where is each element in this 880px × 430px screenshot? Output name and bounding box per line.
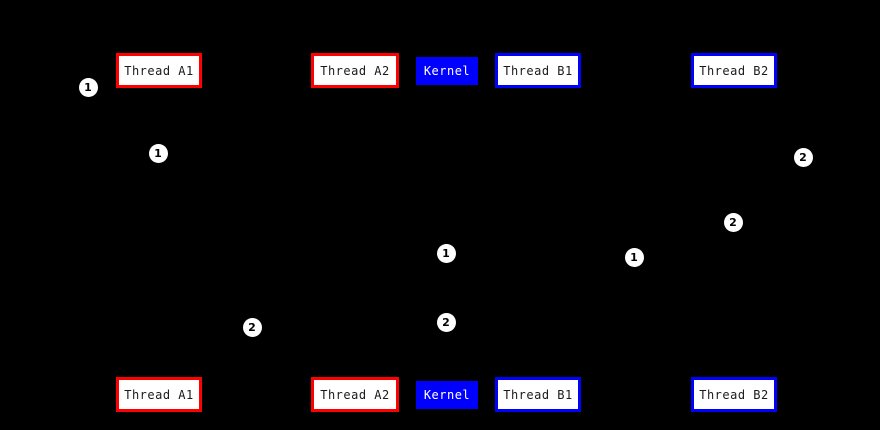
message-arrow-6 xyxy=(734,231,813,232)
lane-header-thread-a2[interactable]: Thread A2 xyxy=(311,53,399,88)
message-arrow-3 xyxy=(355,262,447,263)
lane-header-thread-a1-label: Thread A1 xyxy=(124,63,194,78)
lane-footer-thread-a1-label: Thread A1 xyxy=(124,387,194,402)
lifeline-tick-a1-bottom xyxy=(157,373,160,377)
lifeline-tick-b2-top xyxy=(732,86,735,90)
lane-header-kernel-label: Kernel xyxy=(423,64,471,78)
lane-header-kernel[interactable]: Kernel xyxy=(416,57,478,85)
message-arrow-5 xyxy=(538,266,734,267)
lifeline-thread-b1 xyxy=(538,88,539,377)
sequence-badge-label: 1 xyxy=(630,250,638,264)
lane-header-thread-b2-label: Thread B2 xyxy=(699,63,769,78)
lane-footer-thread-a1[interactable]: Thread A1 xyxy=(116,377,202,412)
lane-header-thread-b2[interactable]: Thread B2 xyxy=(691,53,777,88)
lifeline-thread-a2 xyxy=(355,88,356,377)
sequence-badge[interactable]: 1 xyxy=(148,143,168,163)
sequence-badge[interactable]: 2 xyxy=(436,312,456,332)
message-arrow-2 xyxy=(159,162,355,163)
lifeline-tick-b1-top xyxy=(536,86,539,90)
lifeline-tick-a2-top xyxy=(353,86,356,90)
lane-header-thread-a2-label: Thread A2 xyxy=(320,63,390,78)
lane-footer-thread-a2[interactable]: Thread A2 xyxy=(311,377,399,412)
sequence-badge[interactable]: 1 xyxy=(436,243,456,263)
lane-footer-thread-b2-label: Thread B2 xyxy=(699,387,769,402)
lifeline-kernel xyxy=(447,85,448,381)
lane-header-thread-b1-label: Thread B1 xyxy=(503,63,573,78)
sequence-badge-label: 1 xyxy=(84,80,92,94)
lane-footer-thread-b2[interactable]: Thread B2 xyxy=(691,377,777,412)
sequence-badge[interactable]: 2 xyxy=(793,147,813,167)
lane-footer-kernel[interactable]: Kernel xyxy=(416,381,478,409)
sequence-badge-label: 2 xyxy=(442,315,450,329)
lane-footer-kernel-label: Kernel xyxy=(423,388,471,402)
lane-footer-thread-b1[interactable]: Thread B1 xyxy=(495,377,581,412)
lane-header-thread-a1[interactable]: Thread A1 xyxy=(116,53,202,88)
sequence-badge[interactable]: 1 xyxy=(78,77,98,97)
lifeline-thread-a1 xyxy=(159,88,160,377)
lane-header-thread-b1[interactable]: Thread B1 xyxy=(495,53,581,88)
sequence-badge-label: 1 xyxy=(442,246,450,260)
lifeline-tick-b1-bottom xyxy=(536,373,539,377)
sequence-badge-label: 2 xyxy=(729,215,737,229)
lane-footer-thread-a2-label: Thread A2 xyxy=(320,387,390,402)
message-arrow-7 xyxy=(159,336,355,337)
sequence-badge-label: 1 xyxy=(154,146,162,160)
sequence-badge-label: 2 xyxy=(799,150,807,164)
sequence-badge-label: 2 xyxy=(248,320,256,334)
lifeline-thread-b2 xyxy=(734,88,735,377)
message-arrow-4 xyxy=(447,331,538,332)
lane-footer-thread-b1-label: Thread B1 xyxy=(503,387,573,402)
sequence-badge[interactable]: 1 xyxy=(624,247,644,267)
lifeline-tick-a2-bottom xyxy=(353,373,356,377)
sequence-badge[interactable]: 2 xyxy=(242,317,262,337)
lifeline-tick-b2-bottom xyxy=(732,373,735,377)
sequence-badge[interactable]: 2 xyxy=(723,212,743,232)
message-arrow-1 xyxy=(98,96,159,97)
lifeline-tick-a1-top xyxy=(157,86,160,90)
